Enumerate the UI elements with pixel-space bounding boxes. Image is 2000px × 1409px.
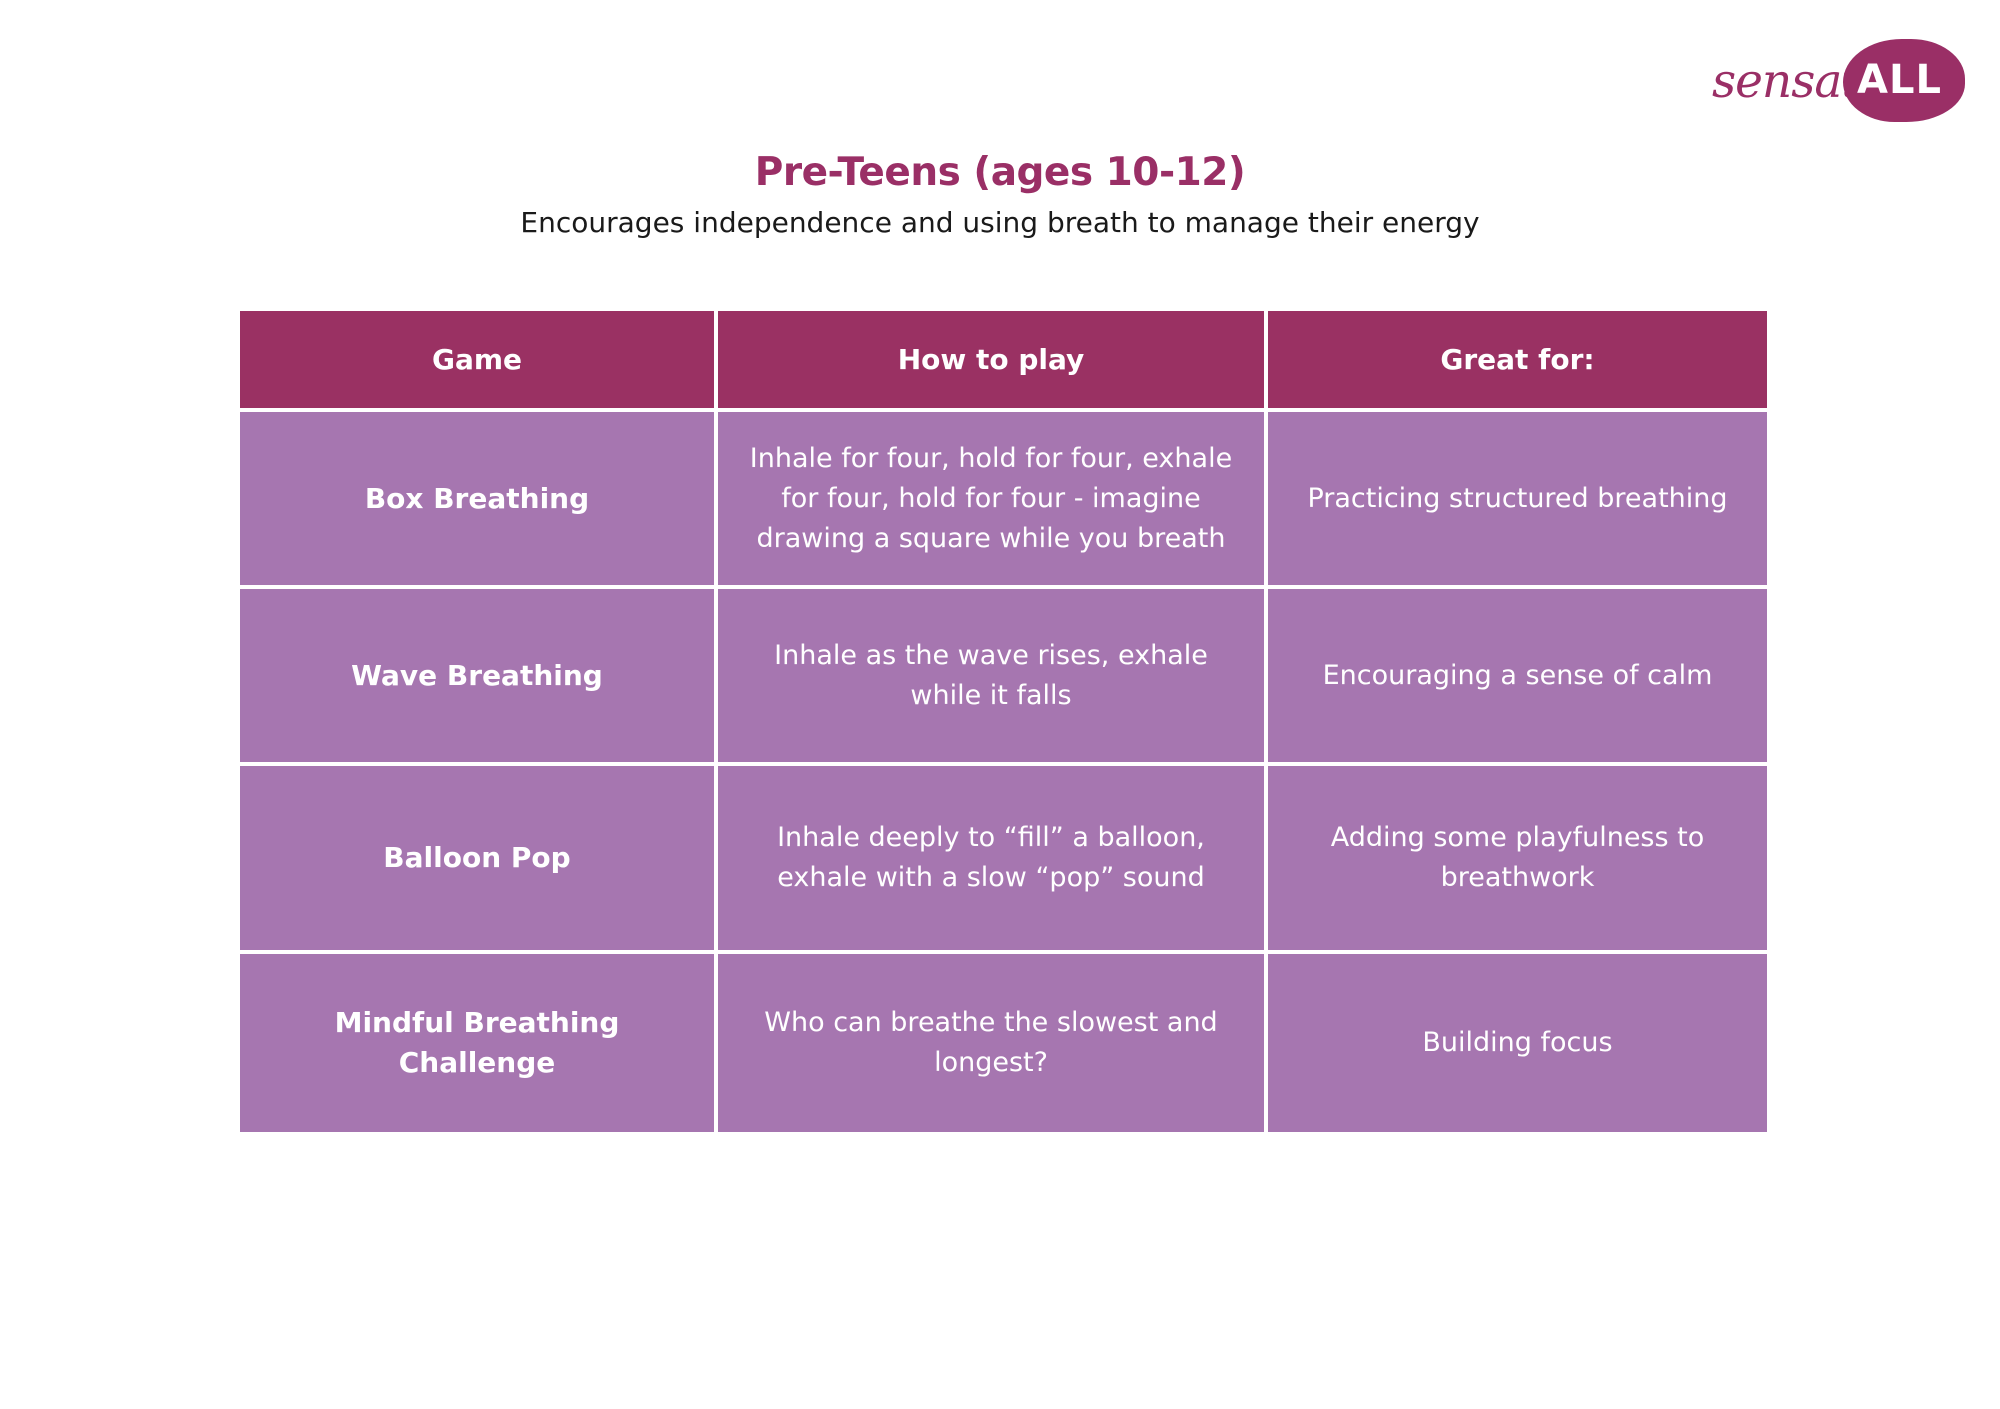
table-row: Box Breathing Inhale for four, hold for …: [240, 412, 1767, 585]
game-cell: Balloon Pop: [240, 766, 714, 950]
games-table: Game How to play Great for: Box Breathin…: [240, 311, 1767, 1136]
table-row: Wave Breathing Inhale as the wave rises,…: [240, 589, 1767, 762]
table-header-row: Game How to play Great for:: [240, 311, 1767, 408]
great-for-cell: Encouraging a sense of calm: [1268, 589, 1767, 762]
great-for-cell: Building focus: [1268, 954, 1767, 1132]
header-game: Game: [240, 311, 714, 408]
page-title: Pre-Teens (ages 10-12): [754, 150, 1246, 195]
logo-blob-shape: [1843, 39, 1965, 122]
how-to-play-cell: Inhale for four, hold for four, exhale f…: [718, 412, 1264, 585]
game-cell: Wave Breathing: [240, 589, 714, 762]
header-how-to-play: How to play: [718, 311, 1264, 408]
brand-logo: sensation ALL: [1712, 36, 1965, 126]
header-great-for: Great for:: [1268, 311, 1767, 408]
table-row: Balloon Pop Inhale deeply to “fill” a ba…: [240, 766, 1767, 950]
great-for-cell: Practicing structured breathing: [1268, 412, 1767, 585]
game-cell: Box Breathing: [240, 412, 714, 585]
how-to-play-cell: Inhale deeply to “fill” a balloon, exhal…: [718, 766, 1264, 950]
great-for-cell: Adding some playfulness to breathwork: [1268, 766, 1767, 950]
how-to-play-cell: Inhale as the wave rises, exhale while i…: [718, 589, 1264, 762]
game-cell: Mindful Breathing Challenge: [240, 954, 714, 1132]
page-subtitle: Encourages independence and using breath…: [520, 206, 1480, 239]
how-to-play-cell: Who can breathe the slowest and longest?: [718, 954, 1264, 1132]
logo-caps-text: ALL: [1857, 57, 1942, 103]
table-row: Mindful Breathing Challenge Who can brea…: [240, 954, 1767, 1132]
